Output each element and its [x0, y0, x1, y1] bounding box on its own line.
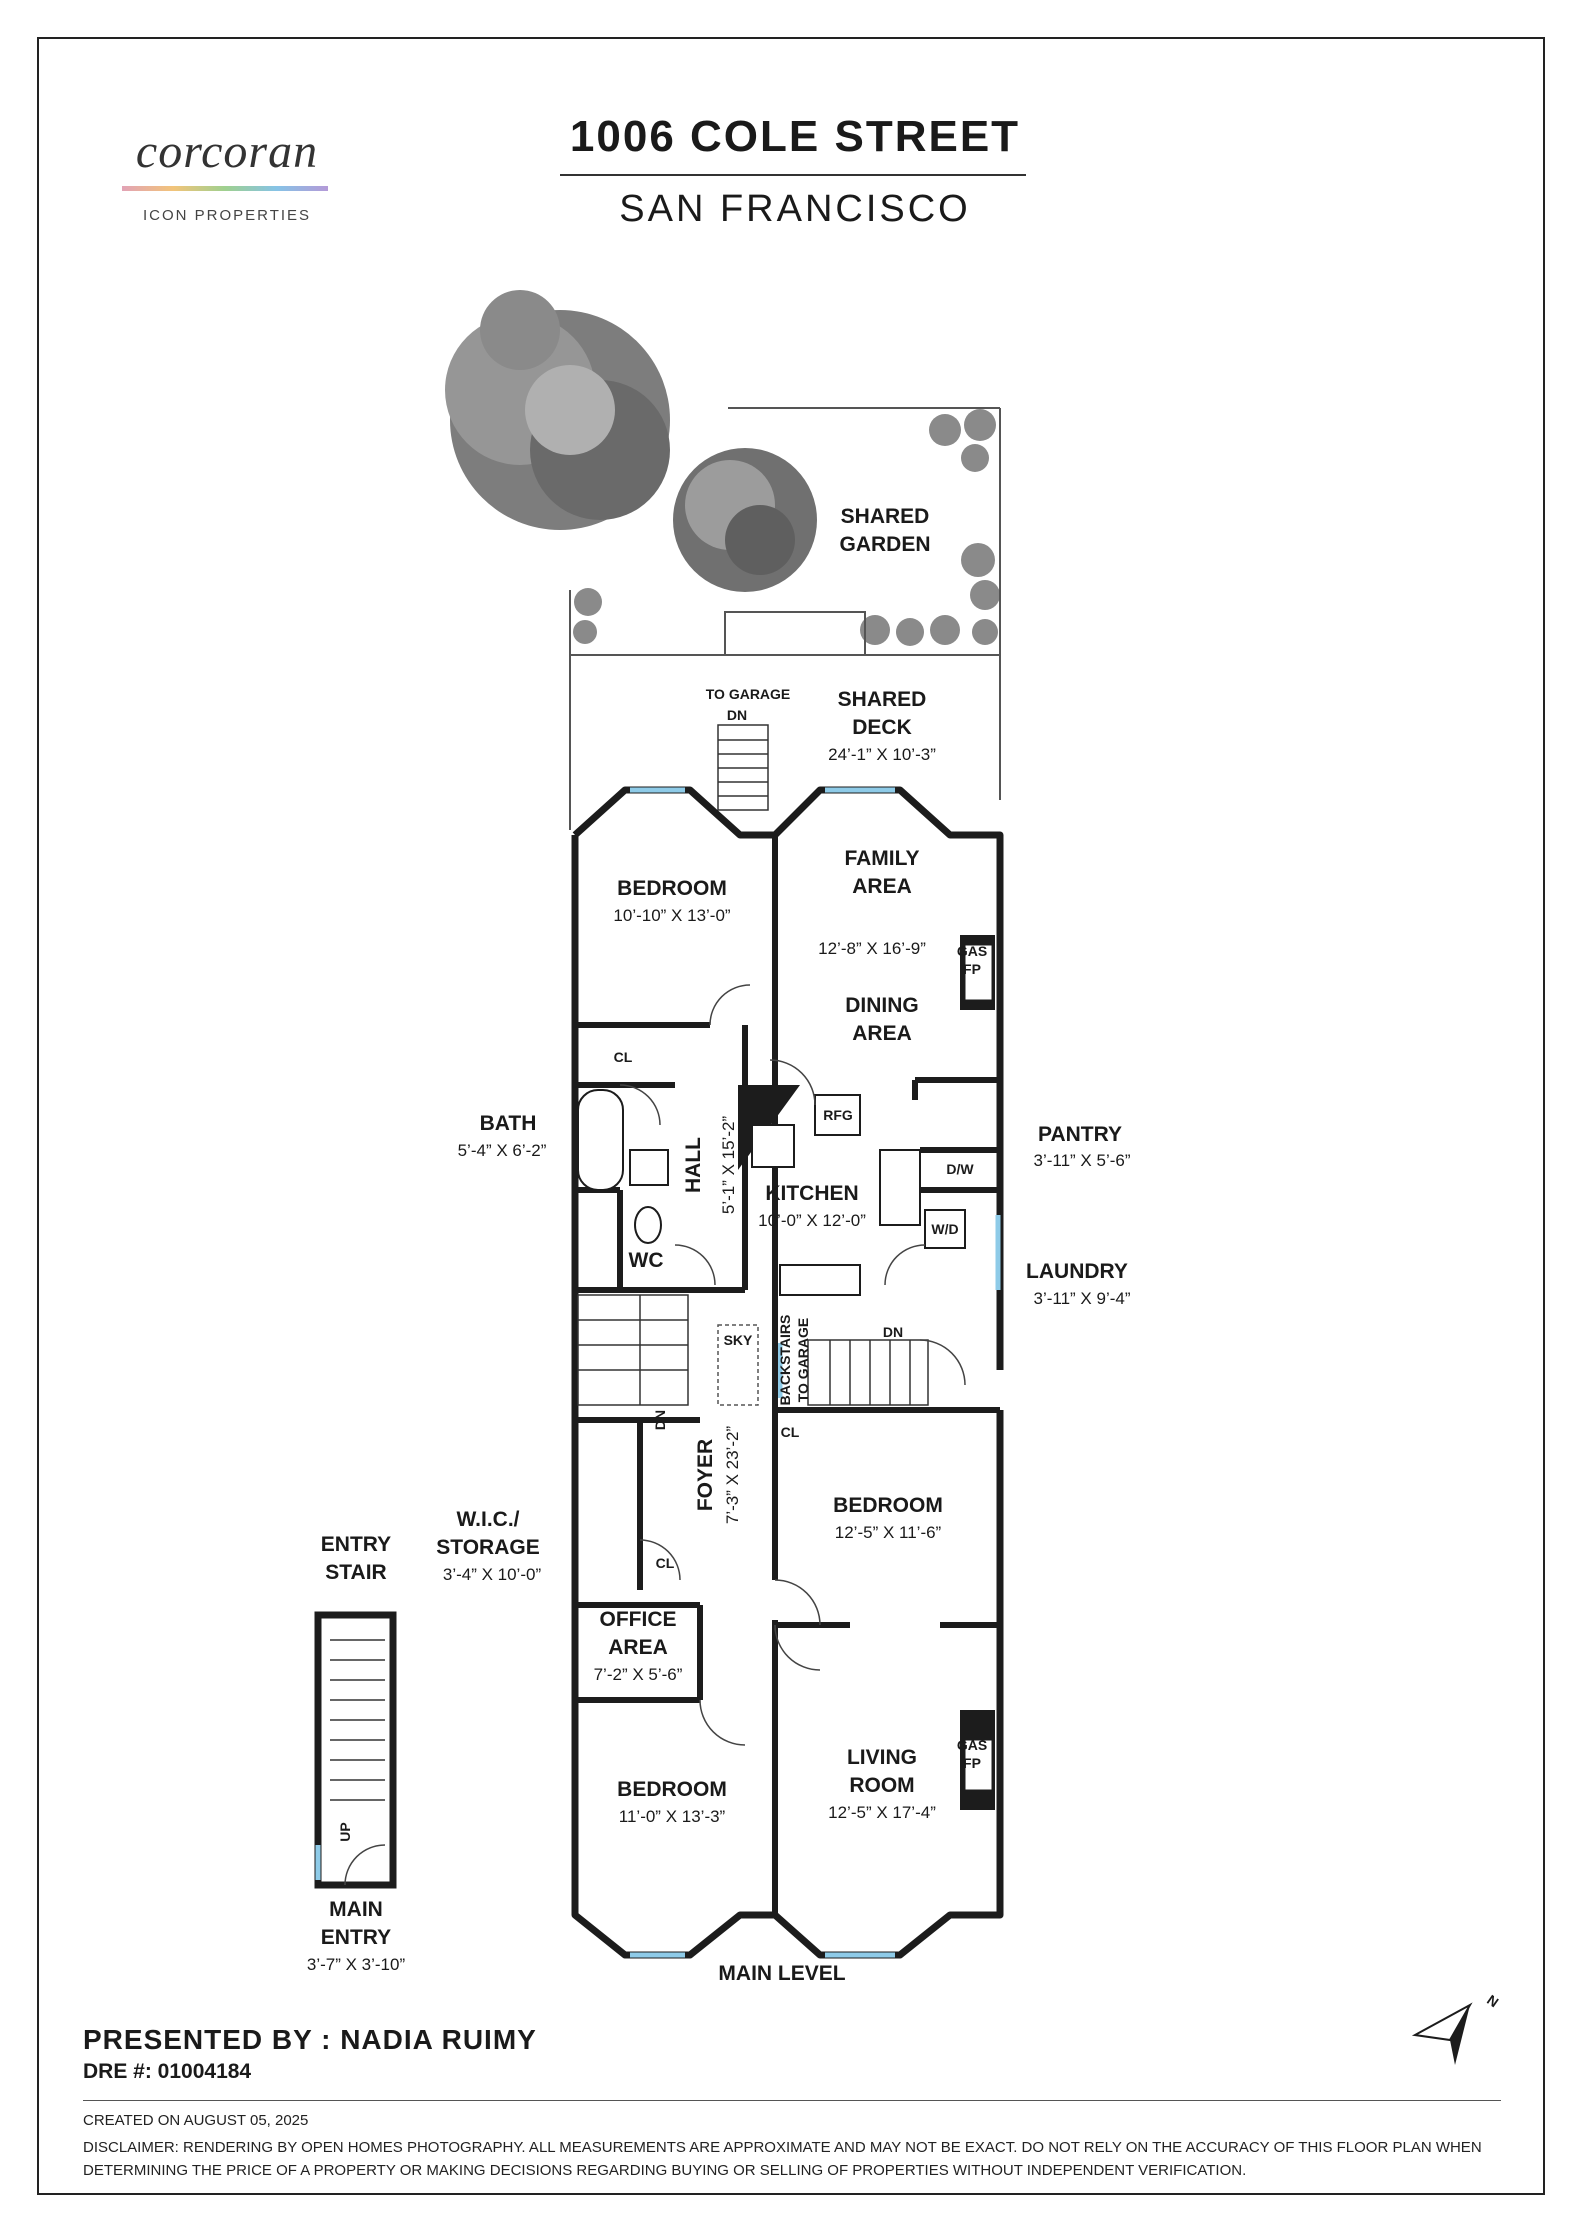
label-kitchen: KITCHEN	[765, 1182, 858, 1205]
label-laundry-dims: 3’-11” X 9’-4”	[1034, 1289, 1131, 1308]
door-swings	[619, 984, 966, 1746]
label-foyer-dims: 7’-3” X 23’-2”	[723, 1426, 742, 1525]
label-dining-area-1: DINING	[845, 994, 919, 1017]
label-dn-backstairs: DN	[883, 1324, 903, 1340]
label-bedroom-front-dims: 11’-0” X 13’-3”	[619, 1807, 726, 1826]
label-dn-main: DN	[652, 1410, 668, 1430]
label-backstairs-1: BACKSTAIRS	[777, 1315, 793, 1406]
label-family-area-dims: 12’-8” X 16’-9”	[818, 939, 926, 958]
label-gas-fp-2: GAS	[957, 1737, 987, 1753]
label-cl-mid: CL	[781, 1424, 800, 1440]
label-family-area-2: AREA	[852, 875, 912, 898]
tree-illustration-large	[445, 290, 670, 530]
deck-stair	[717, 724, 769, 811]
label-wd: W/D	[931, 1221, 958, 1237]
label-wic-dims: 3’-4” X 10’-0”	[443, 1565, 542, 1584]
label-office-1: OFFICE	[600, 1608, 677, 1631]
fireplace-shapes	[960, 935, 995, 1810]
entry-stair-drawing	[314, 1611, 397, 1889]
property-address: 1006 COLE STREET	[569, 112, 1021, 161]
skylight-outline	[717, 1324, 759, 1406]
compass-n-label: N	[1484, 1991, 1501, 2010]
label-entry-stair-1: ENTRY	[321, 1533, 391, 1556]
label-shared-garden-1: SHARED	[841, 505, 930, 528]
label-gas-fp-2b: FP	[963, 1755, 981, 1771]
label-to-garage: TO GARAGE	[706, 686, 791, 702]
kitchen-fixtures	[738, 1085, 966, 1296]
label-sky: SKY	[724, 1332, 753, 1348]
label-gas-fp-1b: FP	[963, 961, 981, 977]
created-date: CREATED ON AUGUST 05, 2025	[83, 2112, 309, 2129]
bath-fixtures	[577, 1089, 669, 1244]
label-bedroom-mid-dims: 12’-5” X 11’-6”	[835, 1523, 942, 1542]
label-kitchen-dims: 10’-0” X 12’-0”	[758, 1211, 866, 1230]
label-living-dims: 12’-5” X 17’-4”	[828, 1803, 936, 1822]
label-entry-stair-2: STAIR	[325, 1561, 386, 1584]
label-hall: HALL	[682, 1137, 705, 1193]
label-wic-2: STORAGE	[436, 1536, 539, 1559]
label-cl-back: CL	[614, 1049, 633, 1065]
label-bath-dims: 5’-4” X 6’-2”	[458, 1141, 547, 1160]
page-border	[37, 37, 1545, 2195]
north-compass-icon	[1411, 2002, 1473, 2065]
label-shared-deck-dims: 24’-1” X 10’-3”	[828, 745, 936, 764]
label-shared-deck-2: DECK	[852, 716, 912, 739]
label-laundry: LAUNDRY	[1026, 1260, 1128, 1283]
label-rfg: RFG	[823, 1107, 853, 1123]
backstairs	[807, 1339, 929, 1406]
label-pantry-dims: 3’-11” X 5’-6”	[1034, 1151, 1131, 1170]
footer-divider	[83, 2100, 1501, 2101]
label-shared-garden-2: GARDEN	[839, 533, 930, 556]
label-dw: D/W	[946, 1161, 974, 1177]
tree-illustration-small	[673, 448, 817, 592]
label-wc: WC	[629, 1249, 664, 1272]
dre-number: DRE #: 01004184	[83, 2060, 252, 2083]
header-divider	[560, 174, 1026, 176]
shrub-group	[573, 409, 1000, 646]
label-main-entry-2: ENTRY	[321, 1926, 391, 1949]
brand-logo-bar	[122, 186, 328, 191]
label-bath: BATH	[480, 1112, 537, 1135]
label-gas-fp-1: GAS	[957, 943, 987, 959]
label-shared-deck-1: SHARED	[838, 688, 927, 711]
label-office-dims: 7’-2” X 5’-6”	[594, 1665, 683, 1684]
label-wic-1: W.I.C./	[457, 1508, 520, 1531]
label-living-2: ROOM	[849, 1774, 914, 1797]
label-bedroom-mid: BEDROOM	[833, 1494, 943, 1517]
label-dining-area-2: AREA	[852, 1022, 912, 1045]
label-pantry: PANTRY	[1038, 1123, 1122, 1146]
windows	[630, 787, 1001, 1958]
label-dn-deck: DN	[727, 707, 747, 723]
label-family-area-1: FAMILY	[844, 847, 919, 870]
label-foyer: FOYER	[694, 1439, 717, 1511]
label-office-2: AREA	[608, 1636, 668, 1659]
presenter-name: PRESENTED BY : NADIA RUIMY	[83, 2024, 537, 2055]
label-main-entry-1: MAIN	[329, 1898, 383, 1921]
label-main-entry-dims: 3’-7” X 3’-10”	[307, 1955, 406, 1974]
disclaimer-text: DISCLAIMER: RENDERING BY OPEN HOMES PHOT…	[83, 2139, 1482, 2179]
label-living-1: LIVING	[847, 1746, 917, 1769]
label-bedroom-back: BEDROOM	[617, 877, 727, 900]
property-city: SAN FRANCISCO	[619, 188, 971, 230]
label-up: UP	[337, 1822, 353, 1841]
label-bedroom-front: BEDROOM	[617, 1778, 727, 1801]
label-backstairs-2: TO GARAGE	[795, 1318, 811, 1403]
brand-subtitle: ICON PROPERTIES	[142, 207, 312, 224]
garden-deck-outline	[569, 407, 1001, 830]
label-hall-dims: 5’-1” X 15’-2”	[719, 1116, 738, 1215]
label-bedroom-back-dims: 10’-10” X 13’-0”	[613, 906, 731, 925]
label-cl-foyer: CL	[656, 1555, 675, 1571]
brand-logo: corcoran	[135, 125, 319, 178]
label-main-level: MAIN LEVEL	[718, 1962, 845, 1985]
main-stair	[577, 1294, 689, 1406]
